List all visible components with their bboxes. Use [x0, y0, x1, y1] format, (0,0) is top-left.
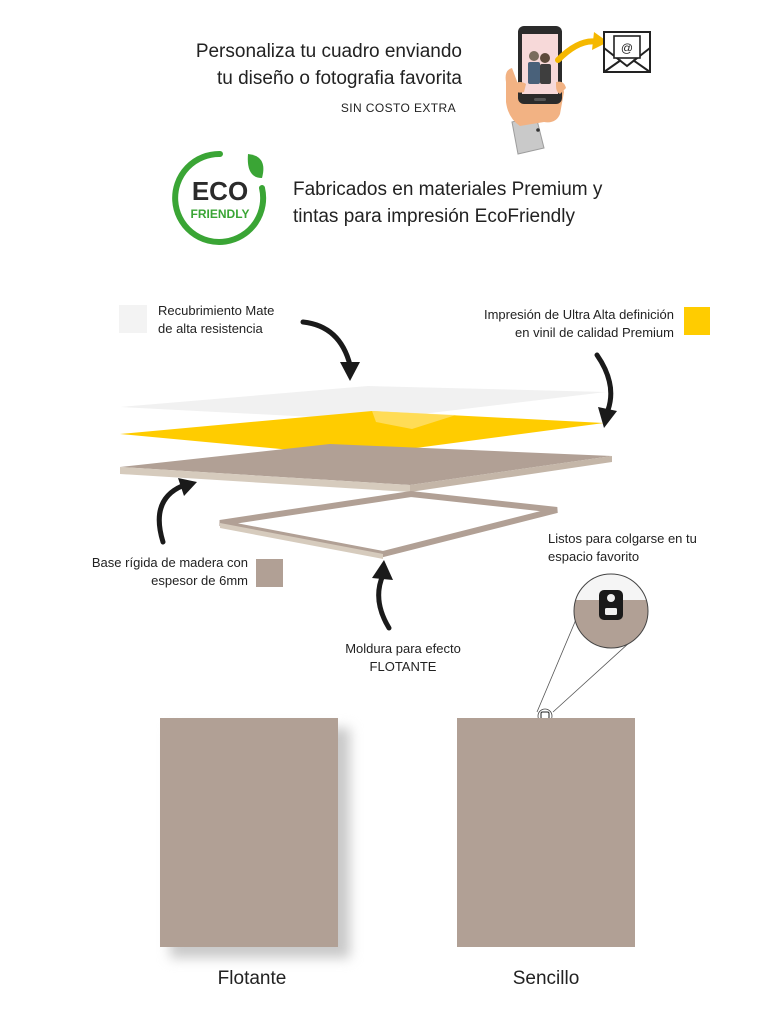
- friendly-word: FRIENDLY: [191, 207, 250, 221]
- email-envelope-icon: @: [603, 31, 651, 73]
- wood-base-layer: [120, 444, 612, 485]
- sin-costo-label: SIN COSTO EXTRA: [340, 101, 456, 115]
- moldura-label: Moldura para efecto FLOTANTE: [345, 641, 461, 674]
- mate-layer: [120, 386, 606, 420]
- personaliza-heading: Personaliza tu cuadro enviando tu diseño…: [195, 41, 462, 89]
- moulding-frame: [219, 490, 558, 558]
- mate-label: Recubrimiento Mate de alta resistencia: [158, 303, 275, 336]
- arrow-moldura-icon: [372, 560, 393, 631]
- send-arrow-icon: [555, 32, 608, 63]
- listos-label: Listos para colgarse en tu espacio favor…: [548, 531, 697, 564]
- arrow-mate-icon: [300, 319, 360, 381]
- vinyl-label: Impresión de Ultra Alta definición en vi…: [483, 307, 674, 340]
- base-label: Base rígida de madera con espesor de 6mm: [91, 555, 248, 588]
- mate-swatch: [119, 305, 147, 333]
- flotante-caption: Flotante: [217, 968, 287, 989]
- phone-email-illustration: @: [505, 26, 651, 155]
- at-symbol: @: [621, 41, 633, 55]
- leaf-icon: [247, 154, 264, 178]
- eco-word: ECO: [192, 176, 248, 206]
- vinyl-layer: [120, 411, 604, 456]
- hanger-zoom-detail: [536, 573, 649, 724]
- flotante-frame: [160, 718, 338, 947]
- sencillo-frame: [457, 718, 635, 947]
- fabricados-heading: Fabricados en materiales Premium y tinta…: [293, 179, 603, 227]
- eco-friendly-badge: ECO FRIENDLY: [172, 150, 267, 245]
- arrow-base-icon: [156, 478, 197, 545]
- arrow-vinyl-icon: [594, 352, 617, 428]
- vinyl-swatch: [684, 307, 710, 335]
- smartphone-icon: [518, 26, 562, 104]
- base-swatch: [256, 559, 283, 587]
- sencillo-caption: Sencillo: [512, 968, 580, 989]
